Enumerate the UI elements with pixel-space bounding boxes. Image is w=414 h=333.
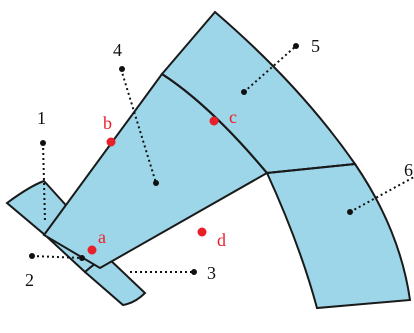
- leader-dot-3: [191, 269, 197, 275]
- leader-5: [243, 45, 297, 93]
- callout-label-1: 1: [37, 108, 46, 128]
- point-label-b: b: [103, 113, 112, 133]
- callout-label-4: 4: [113, 40, 122, 60]
- leader-dot-2: [29, 253, 35, 259]
- region-6-shape: [265, 162, 412, 310]
- point-marker-d: [197, 227, 207, 237]
- leader-dot-6a: [153, 180, 159, 186]
- leader-dot-1: [40, 140, 46, 146]
- leader-2: [31, 255, 83, 259]
- point-marker-b: [106, 137, 116, 147]
- leader-dot-6d: [347, 209, 353, 215]
- callout-label-5: 5: [311, 36, 320, 56]
- leader-6: [349, 176, 414, 213]
- leader-dot-6c: [79, 255, 85, 261]
- leader-dot-4: [119, 66, 125, 72]
- point-marker-a: [87, 245, 97, 255]
- leader-1: [42, 142, 46, 223]
- point-label-c: c: [229, 107, 237, 127]
- callout-label-2: 2: [25, 270, 34, 290]
- point-label-d: d: [217, 230, 226, 250]
- point-label-a: a: [98, 227, 106, 247]
- leader-dot-6b: [241, 89, 247, 95]
- point-marker-c: [209, 116, 219, 126]
- divider-4-5: [161, 73, 268, 174]
- divider-4-6: [266, 163, 356, 174]
- callout-label-3: 3: [207, 263, 216, 283]
- callout-label-6: 6: [404, 160, 413, 180]
- leader-dot-5: [293, 43, 299, 49]
